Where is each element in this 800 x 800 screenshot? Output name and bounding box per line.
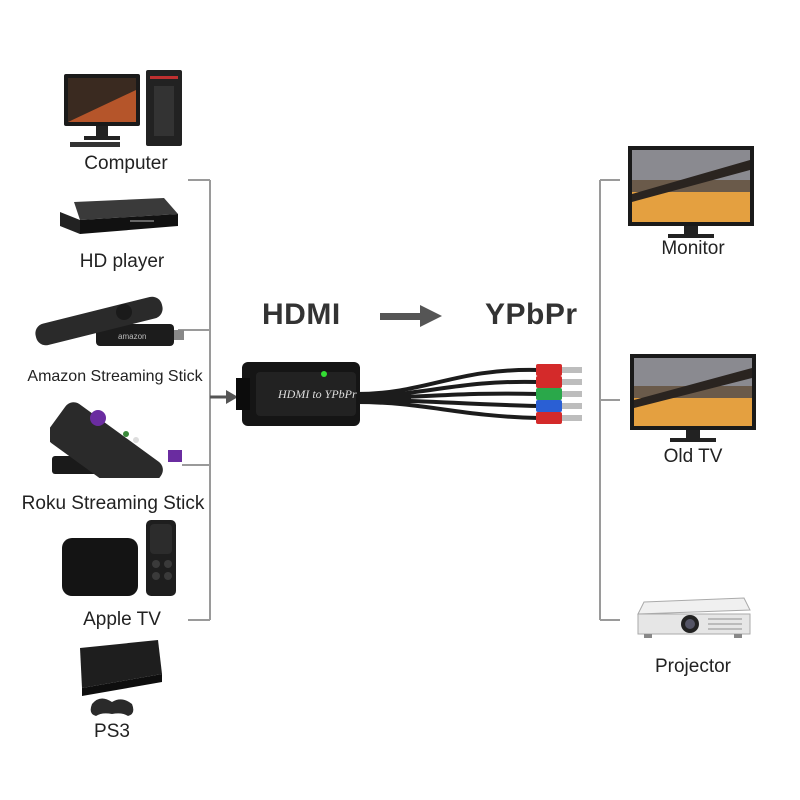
monitor-icon xyxy=(628,142,758,240)
output-label-old-tv: Old TV xyxy=(663,446,723,467)
source-label-ps3: PS3 xyxy=(94,721,130,742)
source-label-apple-tv: Apple TV xyxy=(83,609,161,630)
source-label-hd-player: HD player xyxy=(79,251,165,272)
output-label-projector: Projector xyxy=(654,656,732,677)
svg-text:amazon: amazon xyxy=(118,332,146,341)
roku-stick-icon xyxy=(50,400,185,478)
output-format-label: YPbPr xyxy=(485,298,578,331)
output-label-monitor: Monitor xyxy=(661,238,725,259)
source-label-amazon: Amazon Streaming Stick xyxy=(27,368,203,385)
input-format-label: HDMI xyxy=(262,298,341,331)
ps3-icon xyxy=(74,638,164,718)
adapter-label: HDMI to YPbPr xyxy=(278,387,357,401)
apple-tv-icon xyxy=(62,520,180,598)
projector-icon xyxy=(634,596,754,642)
hd-player-icon xyxy=(60,198,180,238)
old-tv-icon xyxy=(630,354,760,444)
component-cables xyxy=(236,362,582,426)
computer-icon xyxy=(64,70,189,152)
amazon-stick-icon: amazon xyxy=(34,290,184,360)
source-label-roku: Roku Streaming Stick xyxy=(21,493,205,514)
source-label-computer: Computer xyxy=(84,153,168,174)
